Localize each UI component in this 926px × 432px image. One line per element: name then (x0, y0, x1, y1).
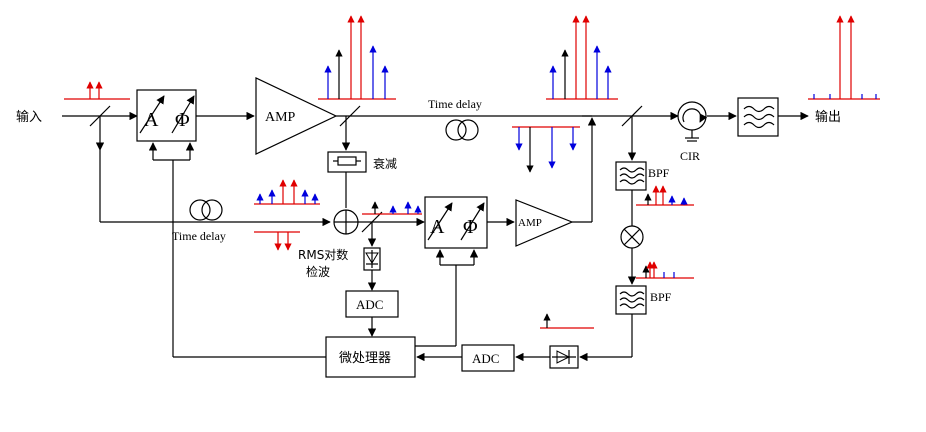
spectrum-before-coupler (546, 15, 618, 100)
error-amplifier: AMP (515, 199, 574, 247)
detector-2 (515, 345, 579, 369)
vm2-amplitude-label: A (430, 216, 445, 238)
input-label: 输入 (16, 109, 42, 125)
spectrum-main-amp-output (318, 15, 396, 100)
vector-modulator-1: A Φ (136, 89, 197, 142)
spectrum-reference-inverted (254, 231, 300, 251)
vm2-phase-label: Φ (463, 216, 478, 238)
time-delay-bottom: Time delay (172, 199, 226, 243)
rms-detector-label-1: RMS对数 (298, 247, 348, 262)
circulator-label: CIR (680, 149, 700, 163)
rms-detector-label-2: 检波 (306, 264, 330, 279)
spectrum-input (64, 81, 130, 100)
bpf-1-label: BPF (648, 166, 670, 180)
adc-1: ADC (345, 290, 399, 337)
spectrum-after-sum (362, 201, 422, 215)
spectrum-after-mixer (636, 261, 694, 279)
spectrum-reference (254, 179, 320, 205)
attenuator-branch: 衰减 (327, 116, 397, 208)
control-lines (148, 142, 479, 358)
adc-2: ADC (416, 344, 515, 372)
output-filter (737, 97, 779, 137)
spectrum-after-bpf-1 (636, 185, 694, 206)
rms-detector-branch: RMS对数 检波 (298, 222, 381, 291)
spectrum-detector-input (540, 313, 594, 329)
bpf-2-label: BPF (650, 290, 672, 304)
output-sample-chain: BPF BPF (579, 116, 672, 362)
spectrum-error-injection (512, 126, 580, 173)
reference-branch (95, 116, 331, 227)
adc-2-label: ADC (472, 351, 499, 366)
vm1-amplitude-label: A (144, 109, 159, 131)
output-label: 输出 (815, 109, 841, 125)
spectrum-output (808, 15, 880, 100)
adc-1-label: ADC (356, 297, 383, 312)
main-amp-label: AMP (265, 110, 296, 125)
time-delay-top-label: Time delay (428, 97, 482, 111)
summing-node (333, 209, 359, 235)
error-amp-label: AMP (518, 217, 542, 229)
microprocessor-label: 微处理器 (339, 351, 391, 366)
vm1-phase-label: Φ (175, 109, 190, 131)
attenuation-label: 衰减 (373, 156, 397, 171)
circulator: CIR (677, 101, 708, 163)
time-delay-top: Time delay (428, 97, 482, 141)
main-amplifier: AMP (255, 77, 338, 155)
vector-modulator-2: A Φ (424, 196, 488, 249)
microprocessor: 微处理器 (325, 336, 416, 378)
time-delay-bottom-label: Time delay (172, 229, 226, 243)
